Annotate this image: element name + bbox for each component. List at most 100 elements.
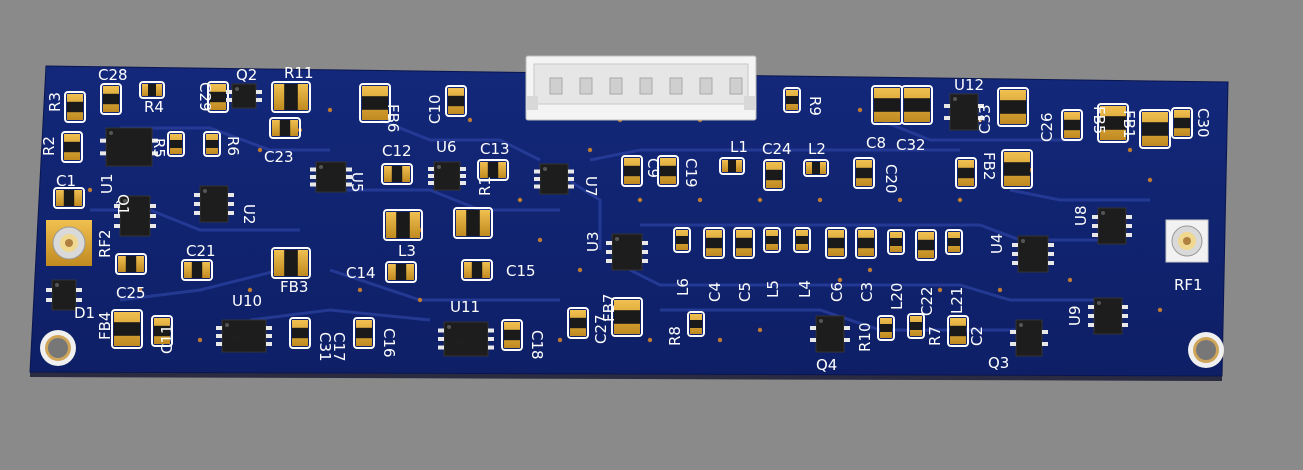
- label-C32: C32: [896, 136, 926, 154]
- label-L6: L6: [674, 278, 692, 296]
- footprint-FB5: [1097, 103, 1129, 143]
- label-C13: C13: [480, 140, 510, 158]
- label-C8: C8: [866, 134, 886, 152]
- label-C19: C19: [682, 158, 700, 188]
- mounting-hole-left: [40, 330, 76, 366]
- footprint-R1: [453, 207, 493, 239]
- footprint-R9: [783, 87, 801, 113]
- label-R1: R1: [476, 176, 494, 196]
- footprint-U6: [428, 161, 466, 191]
- footprint-FB1: [1139, 109, 1171, 149]
- label-FB5: FB5: [1090, 106, 1108, 134]
- footprint-C26: [1061, 109, 1083, 141]
- footprint-U1: [114, 195, 156, 237]
- label-U7: U7: [582, 176, 600, 197]
- label-C1: C1: [56, 172, 76, 190]
- label-U4: U4: [988, 233, 1006, 254]
- footprint-C11: [151, 315, 173, 347]
- label-L20: L20: [888, 283, 906, 310]
- u10-package-text: SOP-5: [230, 335, 248, 342]
- label-C26: C26: [1038, 112, 1056, 142]
- label-R10: R10: [856, 322, 874, 352]
- footprint-R6: [203, 131, 221, 157]
- footprint-C30: [1171, 107, 1193, 139]
- label-FB3: FB3: [280, 278, 308, 296]
- footprint-L2: [803, 159, 829, 177]
- label-Q4: Q4: [816, 356, 837, 374]
- connector-pins: [549, 77, 743, 95]
- label-RF2: RF2: [96, 229, 114, 258]
- label-U12: U12: [954, 76, 984, 94]
- label-FB4: FB4: [96, 312, 114, 340]
- label-L4: L4: [796, 280, 814, 298]
- label-C25: C25: [116, 284, 146, 302]
- label-FB2: FB2: [980, 152, 998, 180]
- footprint-Q4: [810, 315, 850, 353]
- label-R11: R11: [284, 64, 314, 82]
- footprint-R7: [907, 313, 925, 339]
- label-U10: U10: [232, 292, 262, 310]
- footprint-C13: [477, 159, 509, 181]
- footprint-R8: [687, 311, 705, 337]
- footprint-C29: [207, 81, 229, 113]
- footprint-C33: [997, 87, 1029, 127]
- footprint-R4: [139, 81, 165, 99]
- label-FB6: FB6: [384, 104, 402, 132]
- label-U3: U3: [584, 231, 602, 252]
- label-R4: R4: [144, 98, 164, 116]
- footprint-C14: [385, 261, 417, 283]
- footprint-C5: [733, 227, 755, 259]
- label-C20: C20: [882, 164, 900, 194]
- rf-connector-rf1: [1165, 219, 1209, 263]
- footprint-L4: [793, 227, 811, 253]
- label-C2: C2: [968, 326, 986, 346]
- label-R2: R2: [40, 136, 58, 156]
- footprint-FB6: [359, 83, 391, 123]
- footprint-L3: [383, 209, 423, 241]
- footprint-C20: [853, 157, 875, 189]
- footprint-C1: [53, 187, 85, 209]
- footprint-L1: [719, 157, 745, 175]
- label-C24: C24: [762, 140, 792, 158]
- footprint-R11: [271, 81, 311, 113]
- label-C6: C6: [828, 282, 846, 302]
- footprint-FB3: [271, 247, 311, 279]
- footprint-U9: [1088, 297, 1128, 335]
- label-U8: U8: [1072, 205, 1090, 226]
- footprint-C12: [381, 163, 413, 185]
- label-Q3: Q3: [988, 354, 1009, 372]
- footprint-U2: [194, 185, 234, 223]
- label-C4: C4: [706, 282, 724, 302]
- footprint-L5: [763, 227, 781, 253]
- label-C11: C11: [158, 324, 176, 354]
- label-C12: C12: [382, 142, 412, 160]
- footprint-Q2: [226, 83, 262, 109]
- footprint-C9: [621, 155, 643, 187]
- footprint-FB2b: [1001, 149, 1033, 189]
- footprint-C25: [115, 253, 147, 275]
- mounting-hole-right: [1188, 332, 1224, 368]
- footprint-L6: [673, 227, 691, 253]
- label-L3: L3: [398, 242, 416, 260]
- label-U9: U9: [1066, 305, 1084, 326]
- footprint-C31: [289, 317, 311, 349]
- label-C31: C31: [316, 332, 334, 362]
- label-C15: C15: [506, 262, 536, 280]
- label-C18: C18: [528, 330, 546, 360]
- label-C10: C10: [426, 94, 444, 124]
- vias: [87, 107, 1163, 343]
- footprint-R5: [167, 131, 185, 157]
- label-C14: C14: [346, 264, 376, 282]
- footprint-R10: [877, 315, 895, 341]
- label-FB1: FB1: [1120, 110, 1138, 138]
- board-edge: [30, 372, 1222, 381]
- silkscreen-labels: C28 R3 R4 C29 Q2 R11 FB6 C10 R9 U12 C26 …: [40, 64, 1212, 374]
- footprint-FB4: [111, 309, 143, 349]
- label-U5: U5: [348, 172, 366, 193]
- footprint-U4: [1012, 235, 1054, 273]
- label-C27: C27: [592, 314, 610, 344]
- footprint-C15: [461, 259, 493, 281]
- label-C9: C9: [644, 158, 662, 178]
